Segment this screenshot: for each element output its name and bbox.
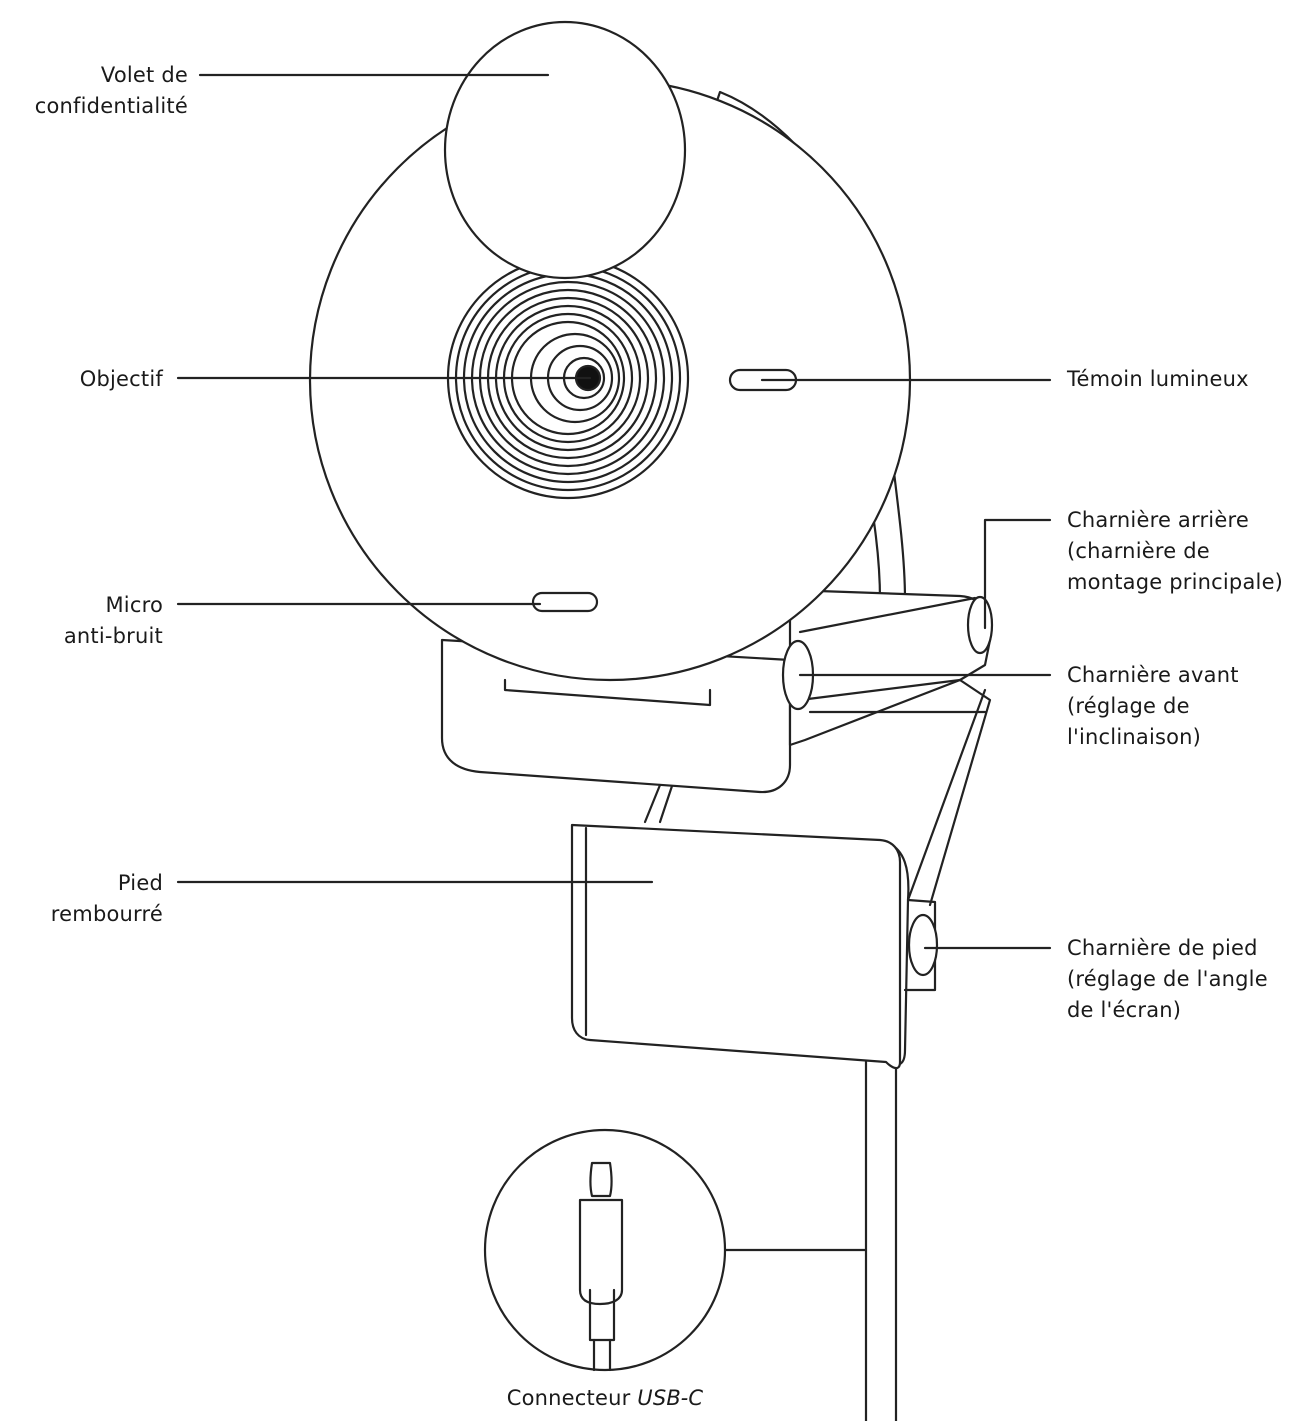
- label-rear-hinge: Charnière arrière (charnière de montage …: [1067, 508, 1284, 594]
- label-microphone: Micro anti-bruit: [63, 593, 163, 648]
- label-usb-connector: Connecteur USB-C: [506, 1386, 704, 1410]
- label-privacy-shutter: Volet de confidentialité: [34, 63, 188, 118]
- camera-base-plate: [440, 638, 792, 794]
- privacy-shutter: [443, 20, 687, 280]
- usb-c-plug: [589, 1161, 613, 1198]
- hinge-arm: [788, 588, 993, 747]
- label-padded-foot: Pied rembourré: [50, 871, 163, 926]
- rear-hinge-knob: [966, 595, 994, 655]
- leg-strut: [808, 678, 992, 907]
- label-front-hinge: Charnière avant (réglage de l'inclinaiso…: [1067, 663, 1239, 749]
- usb-cable: [864, 1053, 898, 1421]
- label-light-indicator: Témoin lumineux: [1067, 367, 1249, 391]
- leader-rear-hinge: [983, 518, 1052, 630]
- microphone: [531, 591, 599, 613]
- label-foot-hinge: Charnière de pied (réglage de l'angle de…: [1067, 936, 1268, 1022]
- foot-hinge-knob: [907, 913, 939, 977]
- label-lens: Objectif: [79, 367, 163, 391]
- arm-stem: [643, 783, 674, 824]
- padded-foot: [570, 823, 902, 1070]
